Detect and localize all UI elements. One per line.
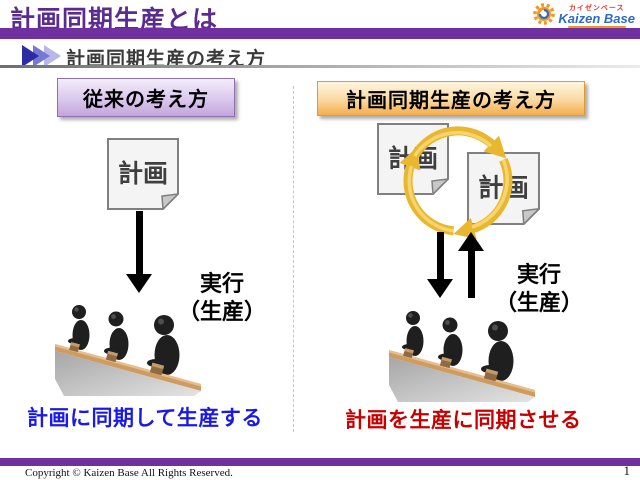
down-arrow-right — [427, 232, 453, 298]
panel-divider — [293, 86, 294, 432]
brand-katakana: カイゼンベース — [568, 5, 625, 12]
sync-cycle-arrows-icon — [396, 119, 520, 248]
right-panel-heading: 計画同期生産の考え方 — [317, 81, 585, 116]
down-arrow-left — [126, 211, 152, 293]
workers-at-line-image-left — [52, 299, 204, 401]
exec-label-left: 実行 （生産） — [177, 271, 266, 324]
left-panel-heading: 従来の考え方 — [57, 78, 235, 117]
section-title: 計画同期生産の考え方 — [66, 49, 267, 70]
brand-text: カイゼンベース Kaizen Base — [558, 5, 635, 28]
triple-chevron-icon — [22, 45, 62, 72]
gear-icon — [532, 2, 556, 31]
plan-note-paper-left: 計画 — [107, 138, 181, 215]
copyright-text: Copyright © Kaizen Base All Rights Reser… — [25, 467, 233, 479]
brand-name: Kaizen Base — [558, 11, 635, 26]
page-number: 1 — [623, 463, 631, 478]
left-caption: 計画に同期して生産する — [27, 407, 263, 430]
brand-logo: カイゼンベース Kaizen Base — [532, 2, 635, 31]
exec-label-right: 実行 （生産） — [494, 262, 583, 315]
footer-bar — [0, 458, 640, 466]
up-arrow-right — [458, 232, 484, 298]
title-underline-bar — [0, 28, 640, 39]
plan-note-label-left: 計画 — [118, 159, 168, 188]
right-caption: 計画を生産に同期させる — [345, 409, 582, 432]
section-rule — [0, 65, 640, 68]
workers-at-line-image-right — [386, 305, 538, 407]
brand-underline — [567, 26, 626, 28]
